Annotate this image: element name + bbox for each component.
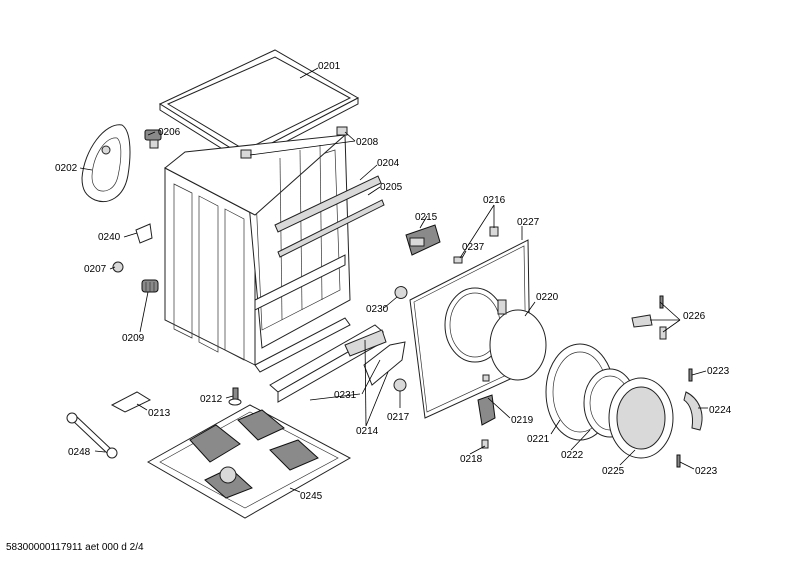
label-0206: 0206 (158, 127, 181, 138)
label-0223-upper: 0223 (707, 366, 730, 377)
label-0224: 0224 (709, 405, 732, 416)
door-ring-drawing (545, 343, 674, 459)
label-0209: 0209 (122, 333, 145, 344)
pin-0223-drawing (676, 368, 693, 468)
label-0214: 0214 (356, 426, 379, 437)
clamp-0206-drawing (144, 129, 162, 149)
label-0248: 0248 (68, 447, 91, 458)
clip-0216-drawing (489, 226, 499, 237)
label-0223-lower: 0223 (695, 466, 718, 477)
label-0231: 0231 (334, 390, 357, 401)
knob-0207-drawing (112, 261, 124, 273)
hinge-0226-drawing (631, 295, 667, 340)
label-0205: 0205 (380, 182, 403, 193)
label-0213: 0213 (148, 408, 171, 419)
label-0225: 0225 (602, 466, 625, 477)
label-0240: 0240 (98, 232, 121, 243)
cross-strut-drawing (274, 175, 385, 258)
label-0215: 0215 (415, 212, 438, 223)
top-cover-drawing (158, 49, 360, 164)
label-0222: 0222 (561, 450, 584, 461)
label-0230: 0230 (366, 304, 389, 315)
label-0216: 0216 (483, 195, 506, 206)
label-0237: 0237 (462, 242, 485, 253)
label-0227: 0227 (517, 217, 540, 228)
label-0202: 0202 (55, 163, 78, 174)
bracket-0240-drawing (135, 223, 153, 244)
part-0237-drawing (453, 256, 463, 264)
hinge-0219-drawing (477, 394, 496, 449)
label-0207: 0207 (84, 264, 107, 275)
label-0226: 0226 (683, 311, 706, 322)
spring-0209-drawing (141, 279, 159, 293)
label-0208: 0208 (356, 137, 379, 148)
foot-screw-drawing (228, 387, 242, 406)
label-0221: 0221 (527, 434, 550, 445)
knob-0217-drawing (393, 378, 407, 392)
label-0212: 0212 (200, 394, 223, 405)
wrench-drawing (66, 412, 118, 459)
cabinet-frame-drawing (164, 134, 351, 373)
label-0217: 0217 (387, 412, 410, 423)
drawing-id-footer: 58300000117911 aet 000 d 2/4 (6, 542, 144, 553)
door-latch-drawing (405, 224, 441, 256)
label-0219: 0219 (511, 415, 534, 426)
label-0218: 0218 (460, 454, 483, 465)
front-panel-drawing (409, 239, 547, 419)
base-plate-drawing (146, 404, 352, 519)
front-panel-strip-drawing (269, 286, 408, 403)
label-0220: 0220 (536, 292, 559, 303)
label-0245: 0245 (300, 491, 323, 502)
clip-0208-drawing (240, 126, 348, 159)
label-0204: 0204 (377, 158, 400, 169)
bracket-0213-drawing (110, 391, 152, 413)
label-0201: 0201 (318, 61, 341, 72)
part-labels: 0201 0202 0204 0205 0206 0207 0208 0209 … (55, 61, 732, 502)
rear-cover-plate-drawing (81, 124, 131, 202)
leader-lines (79, 67, 708, 493)
hinge-0224-drawing (683, 391, 703, 431)
